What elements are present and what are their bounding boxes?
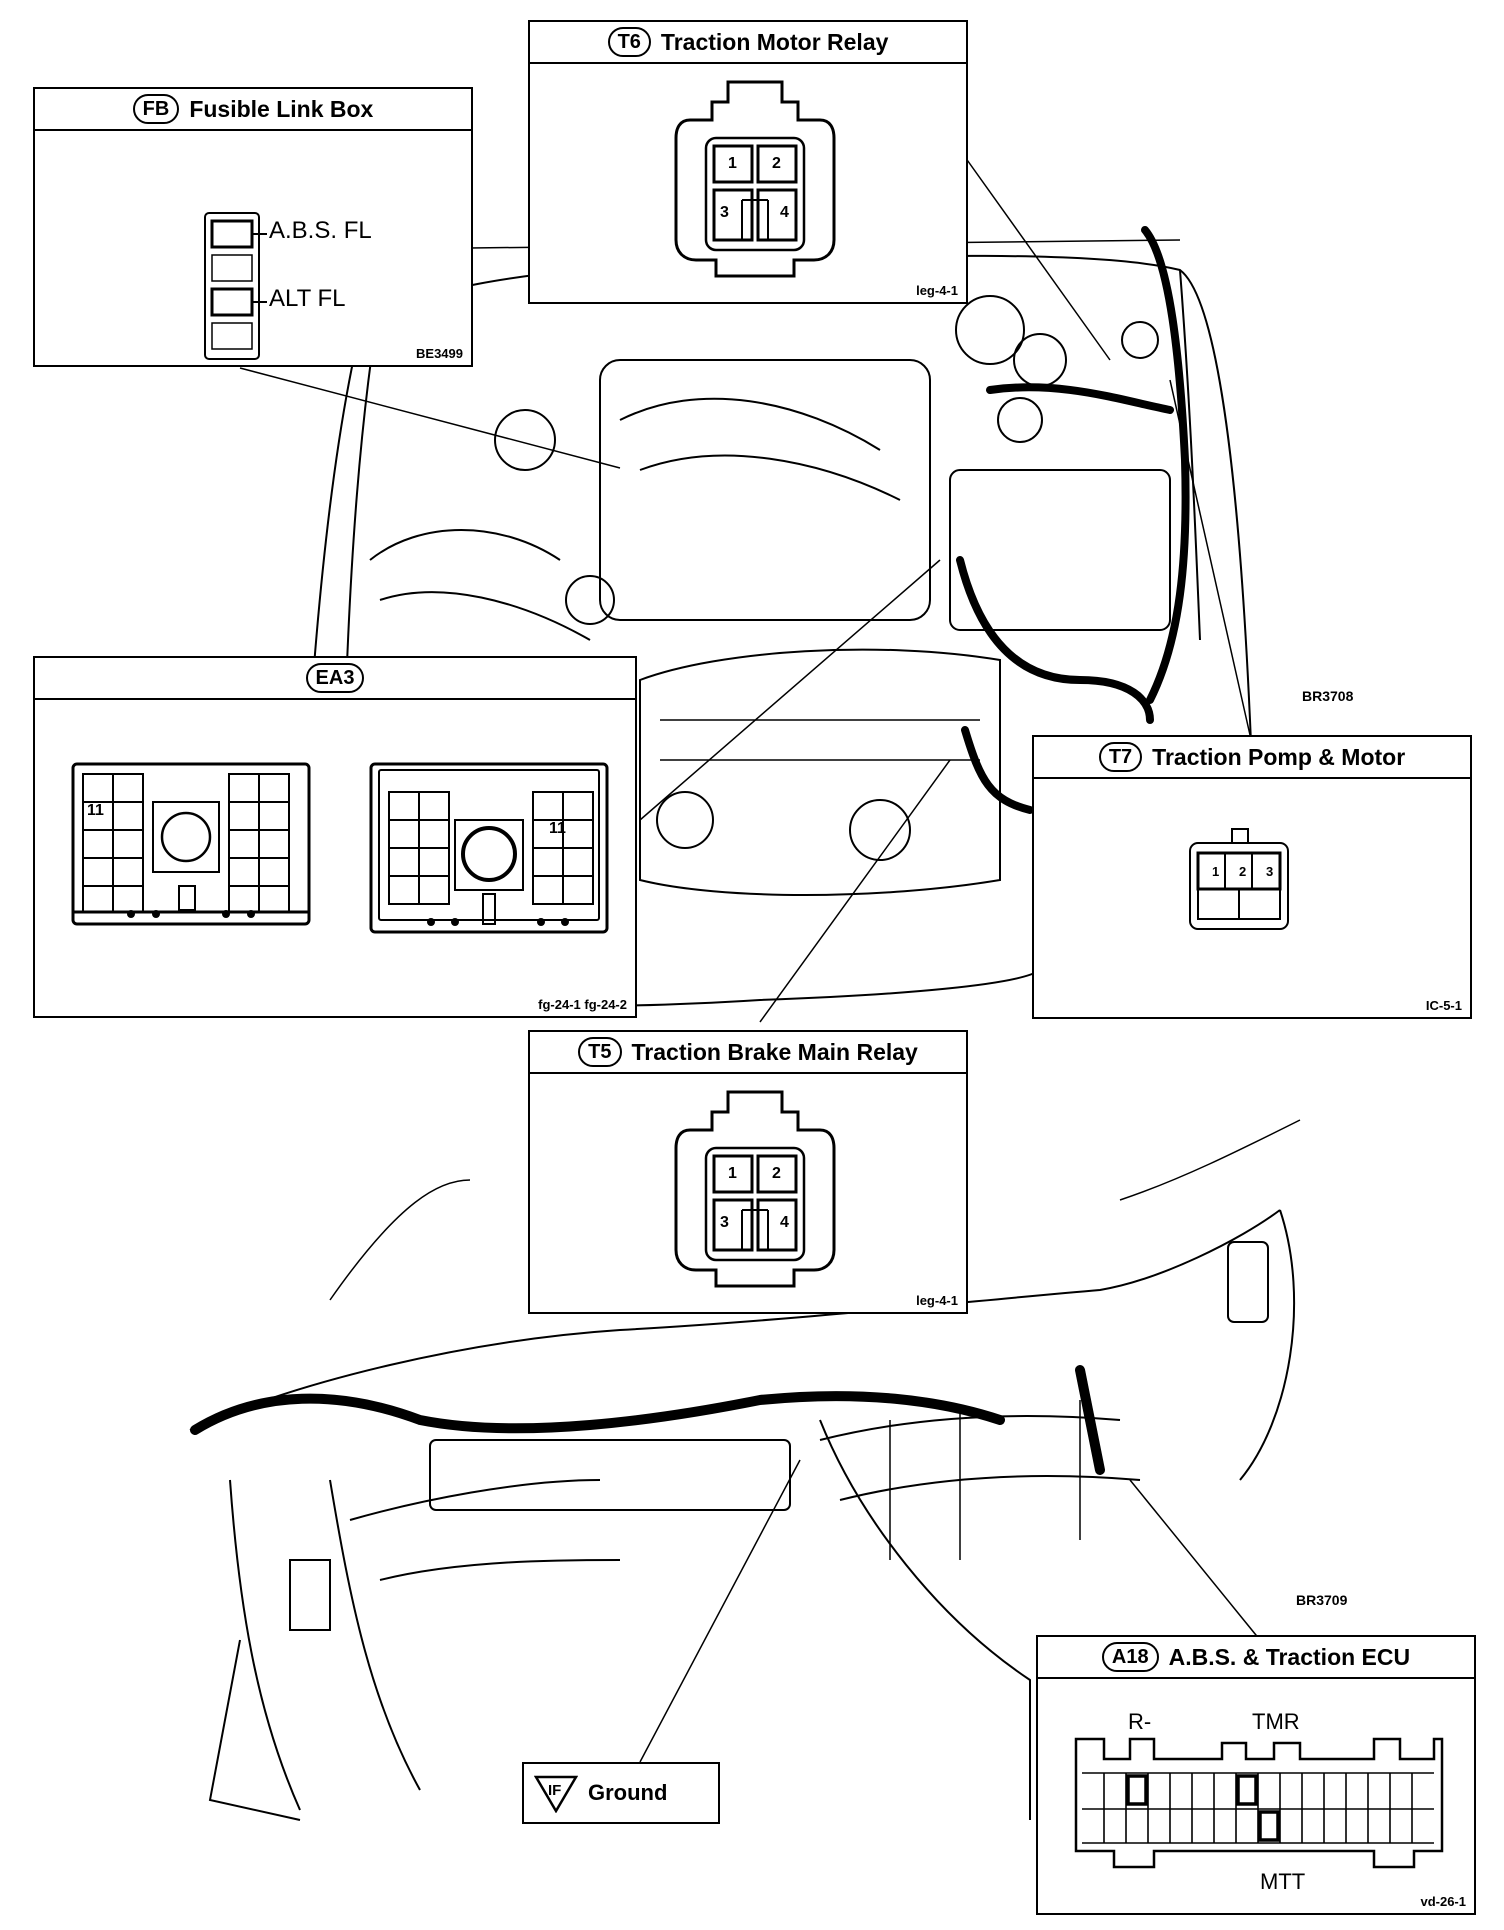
- traction-pump-motor-callout: T7 Traction Pomp & Motor 1 2 3 IC-5-1: [1032, 735, 1472, 1019]
- pin-2: 2: [1239, 864, 1247, 879]
- figure-code: BE3499: [416, 346, 463, 361]
- pin-4: 4: [780, 1214, 789, 1231]
- pin-1: 1: [728, 1165, 737, 1182]
- ground-label: Ground: [588, 1780, 668, 1805]
- traction-brake-main-relay-callout: T5 Traction Brake Main Relay 1 2 3 4 leg…: [528, 1030, 968, 1314]
- relay-connector-icon: [674, 1090, 836, 1288]
- callout-title: Traction Pomp & Motor: [1152, 743, 1406, 770]
- connector-tag: T6: [607, 27, 651, 57]
- alt-fl-label: ALT FL: [269, 285, 346, 312]
- callout-title: A.B.S. & Traction ECU: [1168, 1643, 1411, 1670]
- ea3-pin-11-left: 11: [87, 802, 104, 819]
- figure-code: leg-4-1: [916, 1293, 958, 1308]
- figure-code: leg-4-1: [916, 283, 958, 298]
- abs-traction-ecu-callout: A18 A.B.S. & Traction ECU R- TMR MTT vd-…: [1036, 1635, 1476, 1915]
- connector-tag: EA3: [305, 663, 365, 693]
- pin-1: 1: [1212, 864, 1220, 879]
- engine-figure-code: BR3708: [1302, 688, 1354, 704]
- relay-connector-icon: [674, 80, 836, 278]
- connector-tag: T5: [578, 1037, 622, 1067]
- ground-triangle-icon: IF: [534, 1775, 578, 1813]
- figure-code: fg-24-1 fg-24-2: [538, 997, 627, 1012]
- pin-1: 1: [728, 155, 737, 172]
- pin-label-tmr: TMR: [1252, 1709, 1300, 1734]
- ecu-connector-icon: [1074, 1737, 1444, 1869]
- pump-connector-icon: [1189, 828, 1289, 930]
- ground-tag: IF: [548, 1782, 561, 1799]
- ea3-connector-icon: [71, 762, 609, 934]
- pin-2: 2: [772, 1165, 781, 1182]
- traction-motor-relay-callout: T6 Traction Motor Relay 1 2 3 4 leg-4-1: [528, 20, 968, 304]
- pin-label-r-minus: R-: [1128, 1709, 1152, 1734]
- pin-2: 2: [772, 155, 781, 172]
- pin-3: 3: [720, 204, 729, 221]
- ea3-pin-11-right: 11: [549, 820, 566, 837]
- callout-title: Fusible Link Box: [189, 95, 374, 122]
- fusible-link-icon: [204, 212, 267, 360]
- pin-3: 3: [720, 1214, 729, 1231]
- callout-title: Traction Brake Main Relay: [631, 1038, 918, 1065]
- ground-callout: IF Ground: [522, 1762, 720, 1824]
- pin-4: 4: [780, 204, 789, 221]
- figure-code: IC-5-1: [1425, 998, 1462, 1013]
- connector-tag: FB: [132, 94, 180, 124]
- dash-figure-code: BR3709: [1296, 1592, 1348, 1608]
- figure-code: vd-26-1: [1420, 1894, 1466, 1909]
- connector-tag: A18: [1101, 1642, 1159, 1672]
- abs-fl-label: A.B.S. FL: [269, 217, 372, 244]
- pin-label-mtt: MTT: [1260, 1869, 1306, 1894]
- fusible-link-box-callout: FB Fusible Link Box A.B.S. FL ALT FL BE3…: [33, 87, 473, 367]
- ea3-connector-callout: EA3: [33, 656, 637, 1018]
- pin-3: 3: [1266, 864, 1274, 879]
- connector-tag: T7: [1098, 742, 1143, 772]
- callout-title: Traction Motor Relay: [660, 28, 889, 55]
